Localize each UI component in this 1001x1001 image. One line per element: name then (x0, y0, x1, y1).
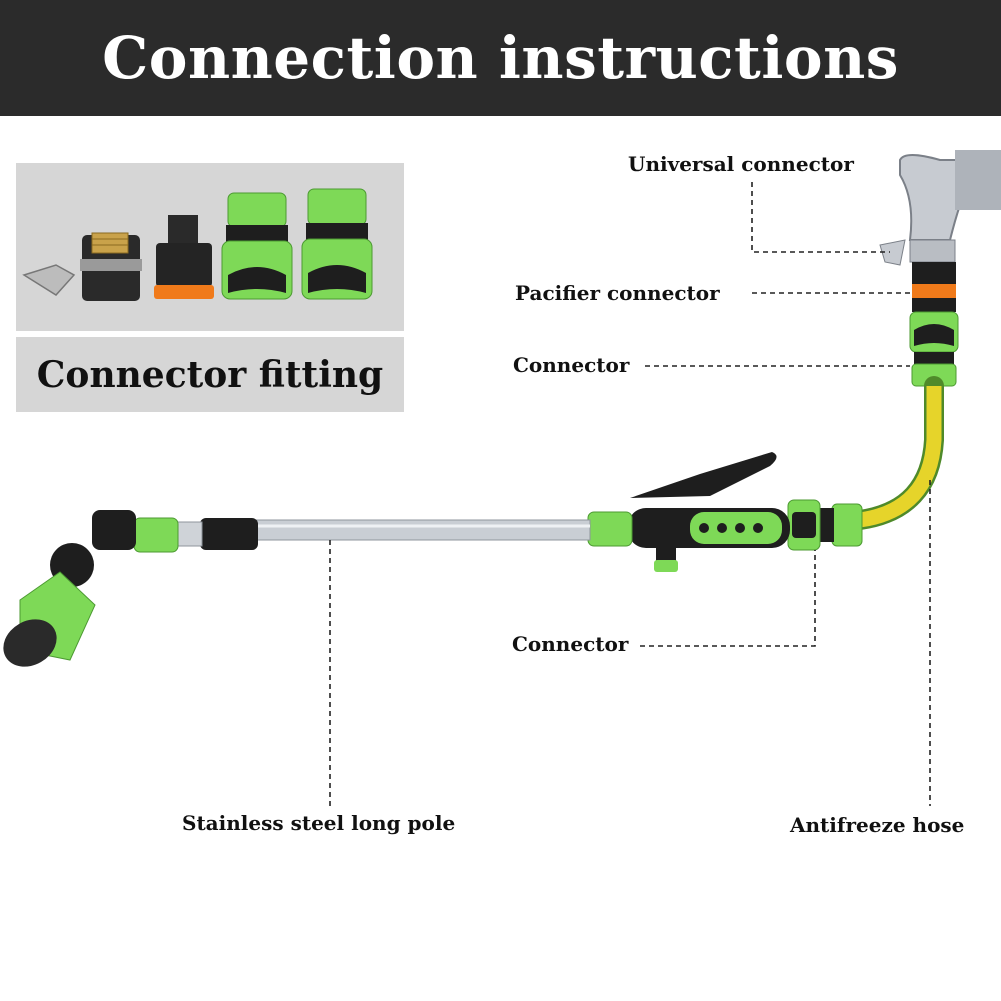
faucet-icon (879, 150, 1001, 266)
quick-connector-icon (301, 188, 373, 300)
label-universal-connector: Universal connector (628, 152, 854, 176)
page-title: Connection instructions (102, 24, 899, 92)
label-connector-bottom: Connector (512, 632, 629, 656)
connector-fitting-caption: Connector fitting (36, 353, 384, 396)
spray-nozzle-icon (3, 510, 136, 667)
leader-lines (329, 182, 931, 806)
connector-fitting-caption-box: Connector fitting (16, 337, 404, 412)
universal-connector-body (912, 262, 956, 284)
pacifier-connector-ring (912, 284, 956, 298)
tap-adapter-icon (154, 215, 214, 299)
brass-adapter-icon (22, 232, 142, 301)
lower-connector-icon (787, 499, 863, 551)
label-pacifier-connector: Pacifier connector (515, 281, 720, 305)
steel-pole (254, 519, 591, 541)
label-connector-top: Connector (513, 353, 630, 377)
header-banner: Connection instructions (0, 0, 1001, 116)
upper-connector-icon (909, 311, 959, 387)
connector-fitting-illustration (22, 188, 373, 301)
label-antifreeze-hose: Antifreeze hose (790, 813, 965, 837)
label-steel-pole: Stainless steel long pole (182, 811, 456, 835)
spray-handle-icon (587, 452, 790, 572)
connector-fitting-image (16, 163, 404, 331)
quick-connector-icon (221, 192, 293, 300)
